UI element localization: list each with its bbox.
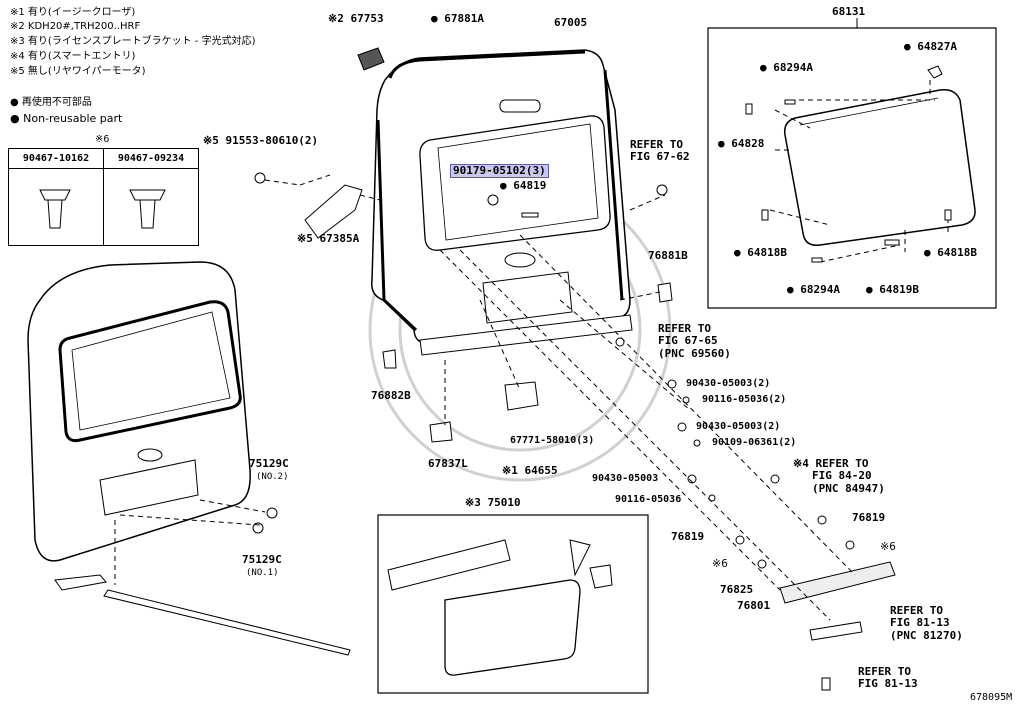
label-76882B[interactable]: 76882B (371, 389, 411, 402)
fastener-col-1: 90467-10162 (8, 148, 104, 169)
fastener-table-header: ※6 (95, 134, 110, 145)
label-64819[interactable]: 64819 (500, 180, 546, 192)
refer-fig-67-62-line2[interactable]: FIG 67-62 (630, 150, 690, 163)
note-2: ※2 KDH20#,TRH200..HRF (10, 21, 141, 32)
label-76881B[interactable]: 76881B (648, 249, 688, 262)
refer-fig-81-13-b-line2[interactable]: FIG 81-13 (858, 677, 918, 690)
label-76801[interactable]: 76801 (737, 599, 771, 612)
refer-fig-67-65[interactable]: REFER TO (658, 322, 711, 335)
refer-fig-67-65-line2[interactable]: FIG 67-65 (658, 334, 718, 347)
label-90179-05102-highlighted[interactable]: 90179-05102(3) (450, 164, 549, 178)
inset-frame-68131 (707, 27, 997, 309)
label-68131[interactable]: 68131 (832, 5, 866, 18)
fastener-cell-1 (8, 168, 104, 246)
garnish-76801 (779, 561, 896, 604)
label-67771-58010[interactable]: 67771-58010(3) (510, 435, 595, 446)
label-76819-right[interactable]: 76819 (852, 511, 886, 524)
refer-fig-84-20-line2[interactable]: FIG 84-20 (812, 469, 872, 482)
label-90109-06361[interactable]: 90109-06361(2) (712, 437, 797, 448)
label-90116-05036-1[interactable]: 90116-05036(2) (702, 394, 787, 405)
label-75010[interactable]: ※3 75010 (465, 496, 521, 509)
refer-fig-81-13-a-pnc[interactable]: (PNC 81270) (890, 629, 963, 642)
refer-fig-67-65-pnc[interactable]: (PNC 69560) (658, 347, 731, 360)
label-91553-80610[interactable]: ※5 91553-80610(2) (203, 134, 319, 147)
fastener-col-2: 90467-09234 (103, 148, 199, 169)
back-glass (783, 88, 976, 246)
label-76825[interactable]: 76825 (720, 583, 754, 596)
label-67385A[interactable]: ※5 67385A (297, 232, 360, 245)
note-3: ※3 有り(ライセンスプレートブラケット - 字光式対応) (10, 36, 256, 47)
note-1: ※1 有り(イージークローザ) (10, 7, 136, 18)
refer-fig-81-13-a-line2[interactable]: FIG 81-13 (890, 616, 950, 629)
label-90116-05036-2[interactable]: 90116-05036 (615, 494, 682, 505)
refer-fig-81-13-a[interactable]: REFER TO (890, 604, 943, 617)
label-star6-right: ※6 (880, 540, 896, 553)
label-75129C-no2-note: (NO.2) (256, 472, 289, 482)
label-67881A[interactable]: 67881A (431, 13, 484, 25)
label-64818B-right[interactable]: 64818B (924, 247, 977, 259)
refer-fig-84-20-pnc[interactable]: (PNC 84947) (812, 482, 885, 495)
label-75129C-no2[interactable]: 75129C (249, 457, 289, 470)
label-76819-left[interactable]: 76819 (671, 530, 705, 543)
label-64827A[interactable]: 64827A (904, 41, 957, 53)
figure-id: 678095M (970, 692, 1013, 703)
label-67837L[interactable]: 67837L (428, 457, 468, 470)
label-75129C-no1[interactable]: 75129C (242, 553, 282, 566)
label-90430-05003-2[interactable]: 90430-05003(2) (696, 421, 781, 432)
door-window-exterior (58, 300, 242, 443)
label-64828[interactable]: 64828 (718, 138, 764, 150)
label-64819B[interactable]: 64819B (866, 284, 919, 296)
label-75129C-no1-note: (NO.1) (246, 568, 279, 578)
label-64655[interactable]: ※1 64655 (502, 464, 558, 477)
label-68294A-bottom[interactable]: 68294A (787, 284, 840, 296)
refer-fig-84-20[interactable]: ※4 REFER TO (793, 457, 869, 470)
inset-frame-75010 (377, 514, 649, 694)
label-90430-05003-3[interactable]: 90430-05003 (592, 473, 659, 484)
legend-jp: 再使用不可部品 (10, 97, 92, 109)
legend-en: Non-reusable part (10, 113, 122, 125)
note-4: ※4 有り(スマートエントリ) (10, 51, 136, 62)
refer-fig-81-13-b[interactable]: REFER TO (858, 665, 911, 678)
label-67753[interactable]: ※2 67753 (328, 12, 384, 25)
label-64818B-left[interactable]: 64818B (734, 247, 787, 259)
fastener-cell-2 (103, 168, 199, 246)
refer-fig-67-62[interactable]: REFER TO (630, 138, 683, 151)
label-68294A-top[interactable]: 68294A (760, 62, 813, 74)
fastener-table: 90467-10162 90467-09234 (8, 148, 199, 246)
note-5: ※5 無し(リヤワイパーモータ) (10, 66, 146, 77)
label-67005[interactable]: 67005 (554, 16, 588, 29)
label-star6-left: ※6 (712, 557, 728, 570)
label-90430-05003-1[interactable]: 90430-05003(2) (686, 378, 771, 389)
